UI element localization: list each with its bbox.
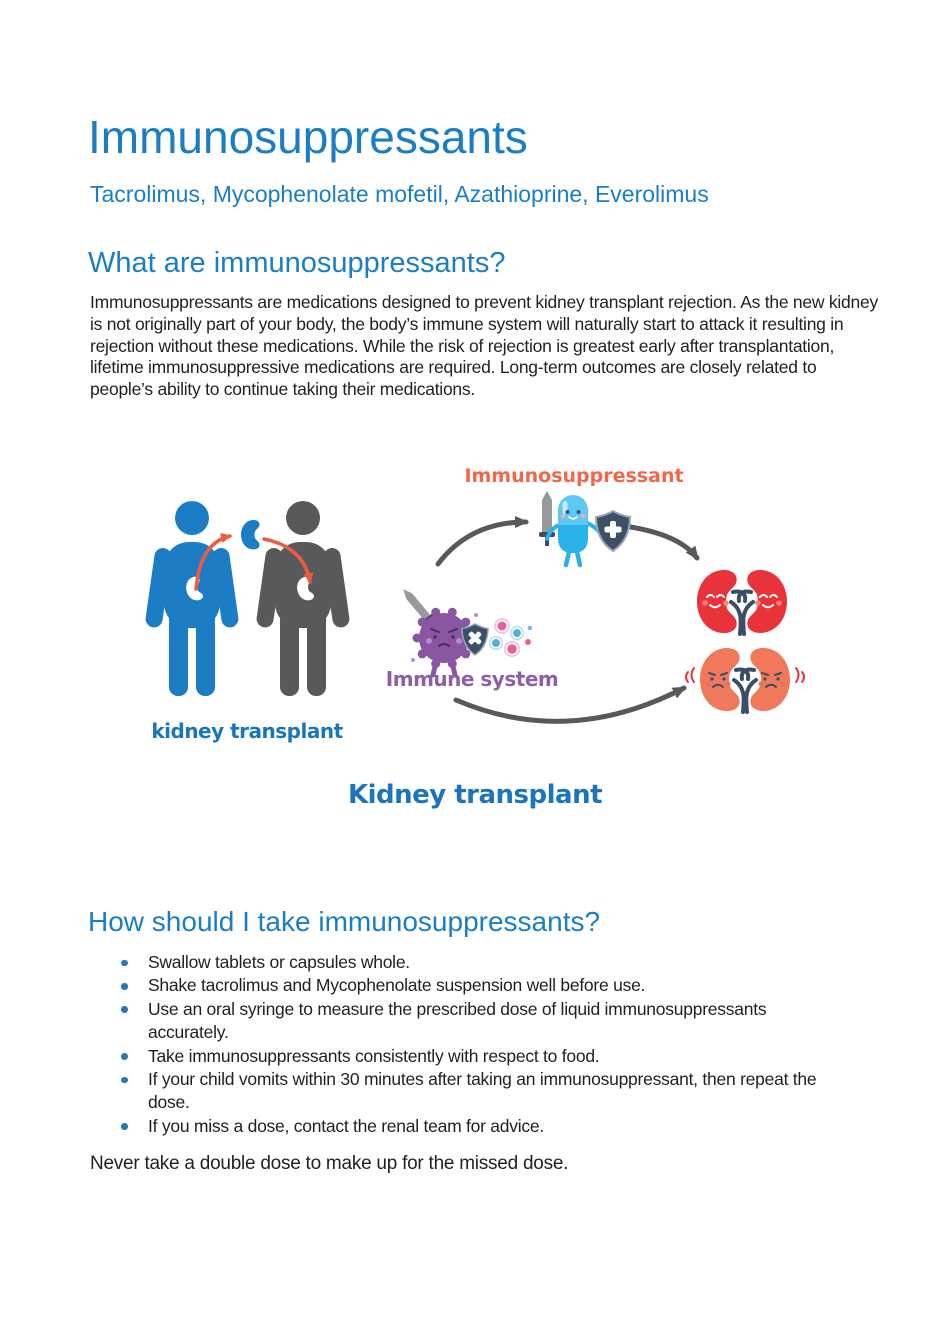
- donor-person-icon: [145, 501, 240, 696]
- list-item: Shake tacrolimus and Mycophenolate suspe…: [90, 974, 835, 997]
- how-to-take-list: Swallow tablets or capsules whole. Shake…: [90, 951, 835, 1138]
- fever-marks-icon: [685, 667, 805, 683]
- immune-system-virus-icon: [403, 589, 489, 678]
- list-item: If you miss a dose, contact the renal te…: [90, 1115, 835, 1138]
- antibody-particles-icon: [489, 618, 533, 657]
- section-heading-how: How should I take immunosuppressants?: [88, 906, 601, 937]
- transplant-arrow-right: [262, 537, 314, 584]
- double-dose-warning: Never take a double dose to make up for …: [90, 1153, 569, 1174]
- figure-caption: Kidney transplant: [347, 780, 603, 810]
- list-item: Use an oral syringe to measure the presc…: [90, 998, 835, 1045]
- list-item: Swallow tablets or capsules whole.: [90, 951, 835, 974]
- kidney-transplant-illustration: Immunosuppressant kidney transplant: [0, 465, 805, 743]
- page-subtitle: Tacrolimus, Mycophenolate mofetil, Azath…: [90, 181, 709, 207]
- kidney-transplant-small-label: kidney transplant: [151, 719, 343, 743]
- healthy-kidneys-icon: [697, 570, 787, 634]
- section-heading-what: What are immunosuppressants?: [88, 247, 506, 279]
- recipient-person-icon: [256, 501, 351, 696]
- immunosuppressant-label: Immunosuppressant: [464, 465, 683, 487]
- list-item: If your child vomits within 30 minutes a…: [90, 1068, 835, 1115]
- shield-plus-icon: [594, 509, 632, 553]
- transplant-arrow-left: [194, 533, 232, 591]
- arrow-immune-to-rejected: [453, 685, 687, 724]
- immune-system-label: Immune system: [386, 667, 558, 691]
- arrow-immune-to-pill: [435, 516, 529, 567]
- section-what-body: Immunosuppressants are medications desig…: [90, 292, 878, 400]
- list-item: Take immunosuppressants consistently wit…: [90, 1045, 835, 1068]
- kidney-icon: [241, 520, 260, 550]
- immunosuppressant-pill-icon: [539, 491, 632, 568]
- shield-cross-icon: [461, 623, 489, 656]
- page-title: Immunosuppressants: [88, 111, 528, 163]
- rejected-kidneys-icon: [685, 648, 805, 712]
